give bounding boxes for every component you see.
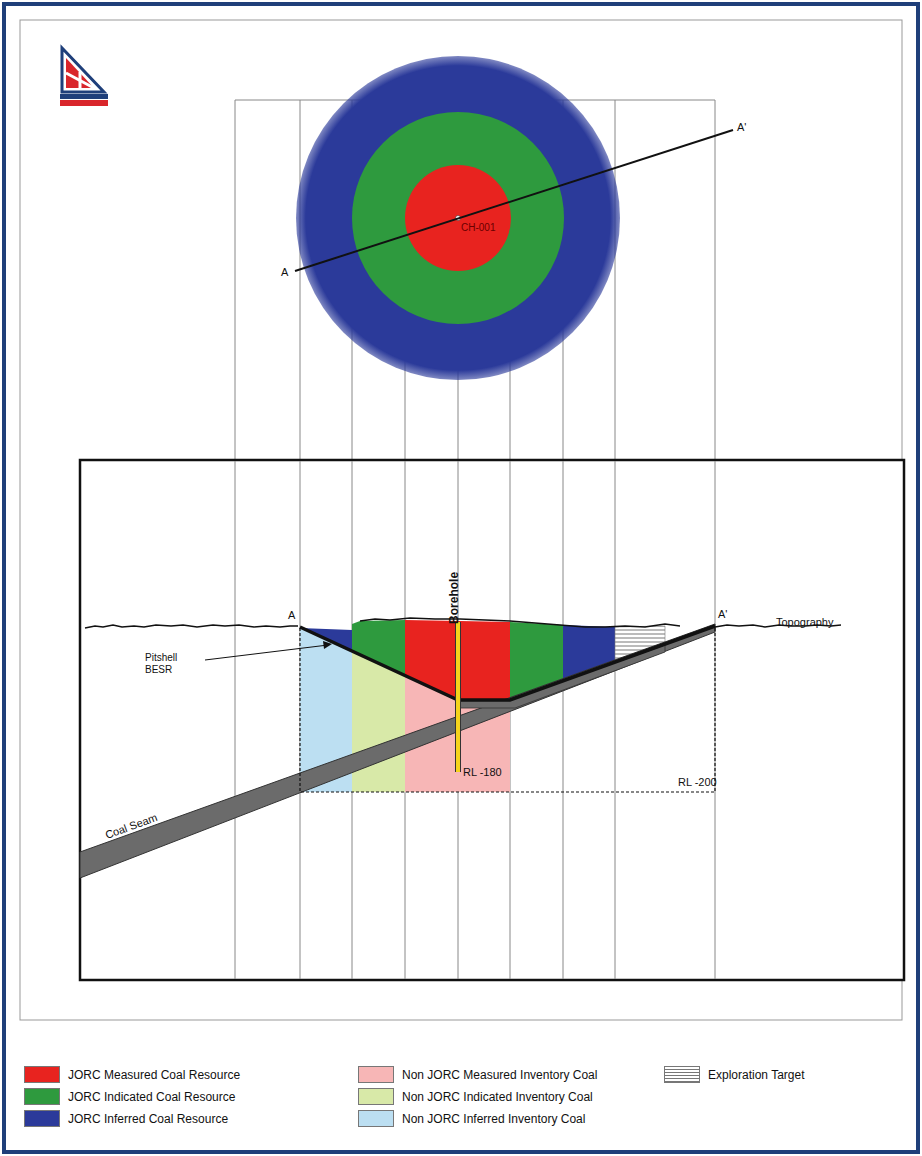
section-label: CH-001 bbox=[461, 222, 495, 234]
section-label: A bbox=[288, 609, 295, 622]
depth-limit bbox=[300, 628, 715, 792]
legend-text: JORC Measured Coal Resource bbox=[68, 1068, 240, 1082]
section-label: Borehole bbox=[448, 572, 462, 624]
legend-swatch bbox=[358, 1066, 394, 1083]
legend-swatch bbox=[358, 1088, 394, 1105]
legend-row: Non JORC Indicated Inventory Coal bbox=[358, 1088, 593, 1105]
legend-swatch bbox=[24, 1110, 60, 1127]
legend-swatch bbox=[664, 1066, 700, 1083]
section-label: Pitshell BESR bbox=[145, 652, 205, 675]
section-frame bbox=[80, 460, 904, 980]
section-label: A' bbox=[718, 608, 727, 621]
coal-seam bbox=[80, 624, 715, 878]
legend-row: Exploration Target bbox=[664, 1066, 805, 1083]
legend-text: Non JORC Inferred Inventory Coal bbox=[402, 1112, 585, 1126]
section-label: RL -180 bbox=[463, 766, 502, 779]
section-label: A' bbox=[737, 121, 746, 134]
section-label: Topography bbox=[776, 616, 834, 629]
company-logo bbox=[60, 48, 108, 106]
borehole-casing bbox=[455, 622, 461, 772]
borehole bbox=[456, 622, 460, 772]
leader-arrow bbox=[323, 641, 332, 649]
section-label: A bbox=[281, 266, 288, 279]
legend-text: Non JORC Indicated Inventory Coal bbox=[402, 1090, 593, 1104]
legend-text: Exploration Target bbox=[708, 1068, 805, 1082]
section-line bbox=[295, 130, 733, 271]
pit-shell bbox=[300, 626, 715, 700]
topography-line bbox=[85, 618, 841, 628]
legend-swatch bbox=[24, 1088, 60, 1105]
legend-text: JORC Indicated Coal Resource bbox=[68, 1090, 235, 1104]
page-frame bbox=[4, 4, 918, 1152]
legend-swatch bbox=[358, 1110, 394, 1127]
legend-row: JORC Indicated Coal Resource bbox=[24, 1088, 235, 1105]
legend-row: JORC Measured Coal Resource bbox=[24, 1066, 240, 1083]
legend-row: JORC Inferred Coal Resource bbox=[24, 1110, 228, 1127]
legend-text: JORC Inferred Coal Resource bbox=[68, 1112, 228, 1126]
legend-swatch bbox=[24, 1066, 60, 1083]
indicated-resource bbox=[352, 620, 405, 676]
section-label: RL -200 bbox=[678, 776, 717, 789]
legend-row: Non JORC Inferred Inventory Coal bbox=[358, 1110, 585, 1127]
legend-text: Non JORC Measured Inventory Coal bbox=[402, 1068, 597, 1082]
leader-line bbox=[205, 645, 328, 660]
legend-row: Non JORC Measured Inventory Coal bbox=[358, 1066, 597, 1083]
